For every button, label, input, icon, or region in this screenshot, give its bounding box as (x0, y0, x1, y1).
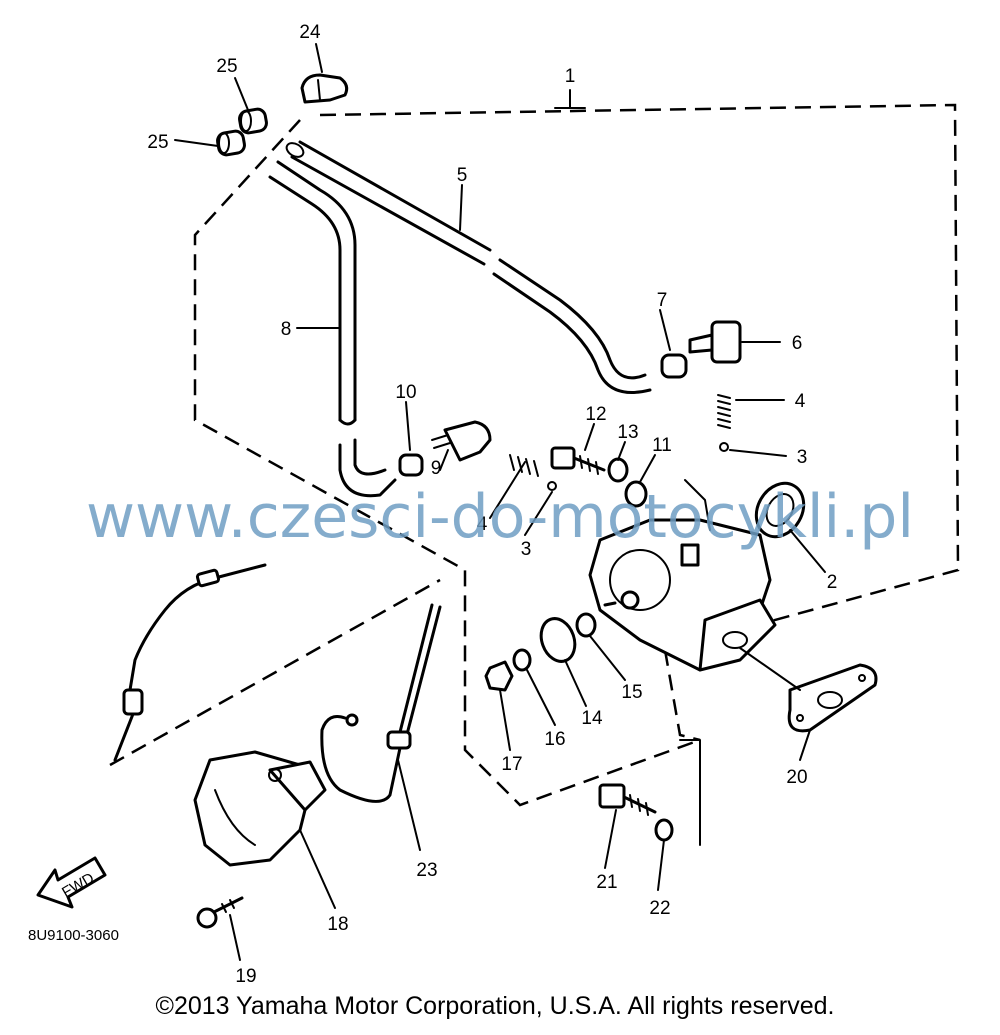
label-15: 15 (621, 682, 642, 703)
ball-3-upper (719, 442, 729, 452)
leader-lines (174, 43, 826, 961)
label-24: 24 (299, 22, 321, 43)
sleeve-10 (398, 453, 424, 477)
label-2: 2 (827, 572, 838, 593)
label-16: 16 (544, 729, 565, 750)
bolt-21 (598, 783, 657, 816)
label-9: 9 (431, 458, 442, 479)
hose-8 (268, 160, 397, 498)
label-7: 7 (657, 290, 668, 311)
sensor-wire-23 (320, 603, 442, 803)
label-10: 10 (395, 382, 416, 403)
label-5: 5 (457, 165, 468, 186)
screw-19 (196, 896, 244, 929)
diagram-code: 8U9100-3060 (28, 927, 119, 944)
sleeve-25-lower (216, 129, 246, 157)
label-22: 22 (649, 898, 670, 919)
oil-pump-body (588, 479, 777, 672)
label-4-lower: 4 (477, 514, 488, 535)
washer-11 (624, 480, 648, 508)
ball-3-lower (547, 481, 557, 491)
label-4-upper: 4 (795, 391, 806, 412)
union-9 (431, 420, 492, 462)
label-3-upper: 3 (797, 447, 808, 468)
callout-labels: 1 2 3 3 4 4 5 6 7 8 9 10 11 12 13 14 15 … (147, 22, 837, 987)
part-1-bracket (554, 89, 586, 109)
seal-2 (754, 481, 806, 539)
bolt-12 (550, 446, 606, 475)
spring-4-lower (509, 454, 539, 477)
label-1: 1 (565, 66, 576, 87)
hose-5 (285, 140, 652, 394)
label-3-lower: 3 (521, 539, 532, 560)
sleeve-7 (660, 353, 688, 379)
label-23: 23 (416, 860, 437, 881)
sleeve-25-upper (238, 107, 268, 135)
label-11: 11 (652, 435, 672, 456)
label-18: 18 (327, 914, 348, 935)
gasket-20 (787, 663, 878, 733)
label-14: 14 (581, 708, 603, 729)
washer-13 (607, 457, 629, 483)
assembly-boundary (109, 103, 960, 807)
watermark: www.czesci-do-motocykli.pl (86, 482, 914, 552)
copyright-notice: ©2013 Yamaha Motor Corporation, U.S.A. A… (156, 992, 835, 1020)
washer-16 (512, 648, 532, 672)
label-20: 20 (786, 767, 807, 788)
label-25-lower: 25 (147, 132, 168, 153)
label-8: 8 (281, 319, 292, 340)
nut-17 (484, 660, 514, 692)
spring-4-upper (717, 394, 731, 429)
label-13: 13 (617, 422, 638, 443)
washer-22 (654, 818, 674, 842)
clamp-24 (300, 73, 349, 104)
oil-pump-cable (113, 563, 267, 762)
forward-arrow-icon: FWD (36, 856, 107, 909)
label-12: 12 (585, 404, 606, 425)
union-6 (688, 320, 742, 364)
washer-15 (575, 612, 597, 638)
label-19: 19 (235, 966, 256, 987)
label-6: 6 (792, 333, 803, 354)
label-21: 21 (596, 872, 617, 893)
pump-cover-18 (193, 750, 327, 867)
bolt-group-bracket (679, 739, 701, 846)
label-17: 17 (501, 754, 522, 775)
label-25-upper: 25 (216, 56, 237, 77)
lever-14 (539, 617, 577, 663)
